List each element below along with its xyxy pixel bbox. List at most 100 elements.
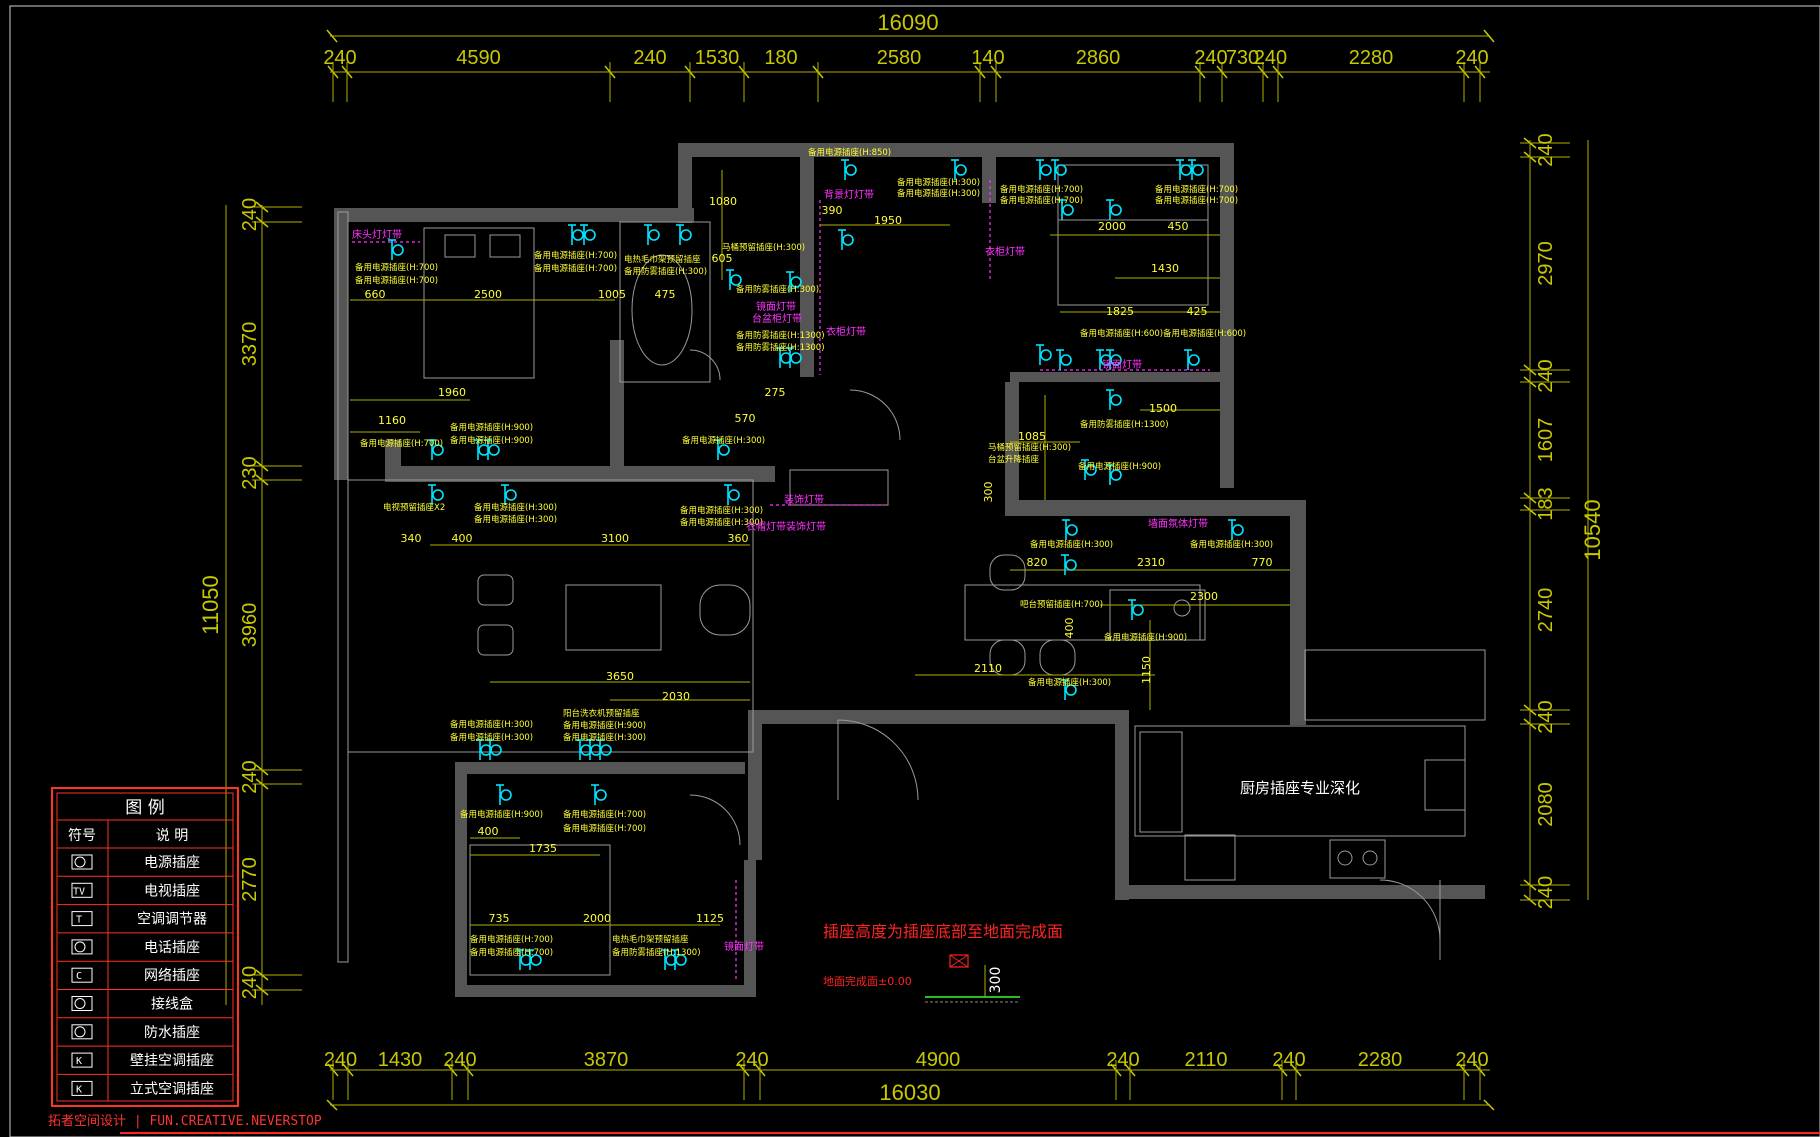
socket-label: 备用电源插座(H:700) bbox=[470, 947, 553, 958]
socket-label: 备用电源插座(H:700) bbox=[1155, 184, 1238, 195]
room-dim: 1005 bbox=[598, 288, 626, 301]
led-strip-label: 衣帽灯带 bbox=[746, 520, 786, 533]
top-dim-seg-3: 1530 bbox=[695, 47, 740, 69]
room-dim: 1430 bbox=[1151, 262, 1179, 275]
led-strip-label: 衣柜灯带 bbox=[826, 325, 866, 338]
socket-label: 备用电源插座(H:300) bbox=[1190, 539, 1273, 550]
socket-label: 备用电源插座(H:300) bbox=[897, 177, 980, 188]
room-dim: 360 bbox=[728, 532, 749, 545]
legend-title: 图 例 bbox=[125, 798, 164, 818]
socket-label: 备用电源插座(H:700) bbox=[355, 262, 438, 273]
bottom-dim-seg-0: 240 bbox=[324, 1049, 357, 1071]
led-strip-label: 镜面灯带 bbox=[724, 940, 764, 953]
socket-label: 备用防雾插座(H:1300) bbox=[612, 947, 701, 958]
socket-icon bbox=[1188, 159, 1204, 180]
top-dim-seg-1: 4590 bbox=[456, 47, 501, 69]
room-dim: 275 bbox=[765, 386, 786, 399]
room-dim: 2000 bbox=[1098, 220, 1126, 233]
socket-label: 备用电源插座(H:900) bbox=[1078, 461, 1161, 472]
bottom-dim-seg-6: 240 bbox=[1106, 1049, 1139, 1071]
top-dim-seg-7: 2860 bbox=[1076, 47, 1121, 69]
socket-icon bbox=[476, 739, 492, 760]
legend-label: 壁挂空调插座 bbox=[130, 1053, 214, 1069]
right-dim-seg-3: 1607 bbox=[1535, 418, 1557, 463]
socket-icon bbox=[1061, 554, 1077, 575]
socket-icon bbox=[1081, 459, 1097, 480]
socket-label: 备用电源插座(H:700) bbox=[1000, 184, 1083, 195]
top-dim-seg-4: 180 bbox=[764, 47, 797, 69]
left-dim-seg-3: 3960 bbox=[239, 603, 261, 648]
top-total-dimension: 16090 bbox=[877, 10, 938, 35]
interior-lines bbox=[337, 164, 1486, 976]
ac-regulator-icon: T bbox=[71, 911, 93, 927]
walls bbox=[334, 143, 1485, 997]
left-total-dimension: 11050 bbox=[198, 575, 223, 635]
socket-icon bbox=[951, 159, 967, 180]
socket-icon bbox=[501, 484, 517, 505]
led-strip-label: 镜面灯带 bbox=[756, 300, 796, 313]
socket-labels: 备用电源插座(H:850) 备用电源插座(H:300) 备用电源插座(H:300) 备… bbox=[355, 147, 1273, 958]
right-dim-seg-7: 2080 bbox=[1535, 782, 1557, 827]
power-socket-icon bbox=[71, 854, 93, 870]
socket-icon bbox=[724, 484, 740, 505]
socket-icon bbox=[586, 739, 602, 760]
socket-label: 吧台预留插座(H:700) bbox=[1020, 599, 1103, 610]
room-dim: 1825 bbox=[1106, 305, 1134, 318]
socket-icon bbox=[484, 439, 500, 460]
height-detail: 地面完成面±0.00 300 bbox=[823, 954, 1020, 1003]
svg-text:C: C bbox=[76, 971, 82, 982]
socket-label: 备用电源插座(H:300) bbox=[474, 502, 557, 513]
socket-label: 备用电源插座(H:300) bbox=[680, 505, 763, 516]
legend-label: 电话插座 bbox=[144, 940, 200, 956]
socket-icon bbox=[786, 347, 802, 368]
room-dim: 605 bbox=[712, 252, 733, 265]
socket-label: 备用电源插座(H:600) bbox=[1080, 328, 1163, 339]
socket-label: 备用防雾插座(H:300) bbox=[736, 284, 819, 295]
socket-label: 备用电源插座(H:700) bbox=[360, 438, 443, 449]
socket-label: 备用电源插座(H:900) bbox=[450, 435, 533, 446]
socket-icon bbox=[726, 269, 742, 290]
room-dim: 425 bbox=[1187, 305, 1208, 318]
right-dim-seg-6: 240 bbox=[1535, 700, 1557, 733]
socket-label: 备用电源插座(H:700) bbox=[1155, 195, 1238, 206]
top-dim-seg-12: 240 bbox=[1455, 47, 1488, 69]
socket-label: 备用电源插座(H:700) bbox=[534, 263, 617, 274]
svg-text:TV: TV bbox=[73, 886, 85, 897]
floor-ac-socket-icon: K bbox=[71, 1080, 93, 1096]
legend-label: 电视插座 bbox=[144, 883, 200, 899]
led-strip-label: 台盆柜灯带 bbox=[752, 312, 802, 325]
top-dim-seg-2: 240 bbox=[633, 47, 666, 69]
socket-label: 备用防雾插座(H:1300) bbox=[736, 330, 825, 341]
socket-icon bbox=[596, 739, 612, 760]
led-strips bbox=[352, 180, 1210, 980]
tv-socket-icon: TV bbox=[71, 882, 93, 898]
room-dim: 770 bbox=[1252, 556, 1273, 569]
socket-icon bbox=[1128, 599, 1144, 620]
height-value: 300 bbox=[988, 967, 1004, 994]
svg-text:K: K bbox=[76, 1056, 82, 1067]
legend-label: 空调调节器 bbox=[137, 912, 207, 928]
legend-head-symbol: 符号 bbox=[68, 828, 96, 844]
room-dim: 475 bbox=[655, 288, 676, 301]
svg-text:K: K bbox=[76, 1084, 82, 1095]
socket-icon bbox=[576, 739, 592, 760]
bottom-dim-seg-5: 4900 bbox=[916, 1049, 961, 1071]
led-strip-label: 背景灯灯带 bbox=[824, 188, 874, 201]
socket-icon bbox=[1106, 199, 1122, 220]
socket-label: 备用电源插座(H:300) bbox=[563, 732, 646, 743]
top-dim-seg-5: 2580 bbox=[877, 47, 922, 69]
socket-icon bbox=[428, 484, 444, 505]
socket-icon bbox=[591, 784, 607, 805]
socket-label: 备用电源插座(H:850) bbox=[808, 147, 891, 158]
top-dim-seg-9: 730 bbox=[1226, 47, 1259, 69]
socket-label: 备用电源插座(H:700) bbox=[1000, 195, 1083, 206]
socket-icon bbox=[644, 224, 660, 245]
room-dim: 2110 bbox=[974, 662, 1002, 675]
right-dim-seg-8: 240 bbox=[1535, 876, 1557, 909]
socket-icon bbox=[1036, 159, 1052, 180]
socket-label: 备用电源插座(H:900) bbox=[460, 809, 543, 820]
socket-label: 备用电源插座(H:900) bbox=[1104, 632, 1187, 643]
